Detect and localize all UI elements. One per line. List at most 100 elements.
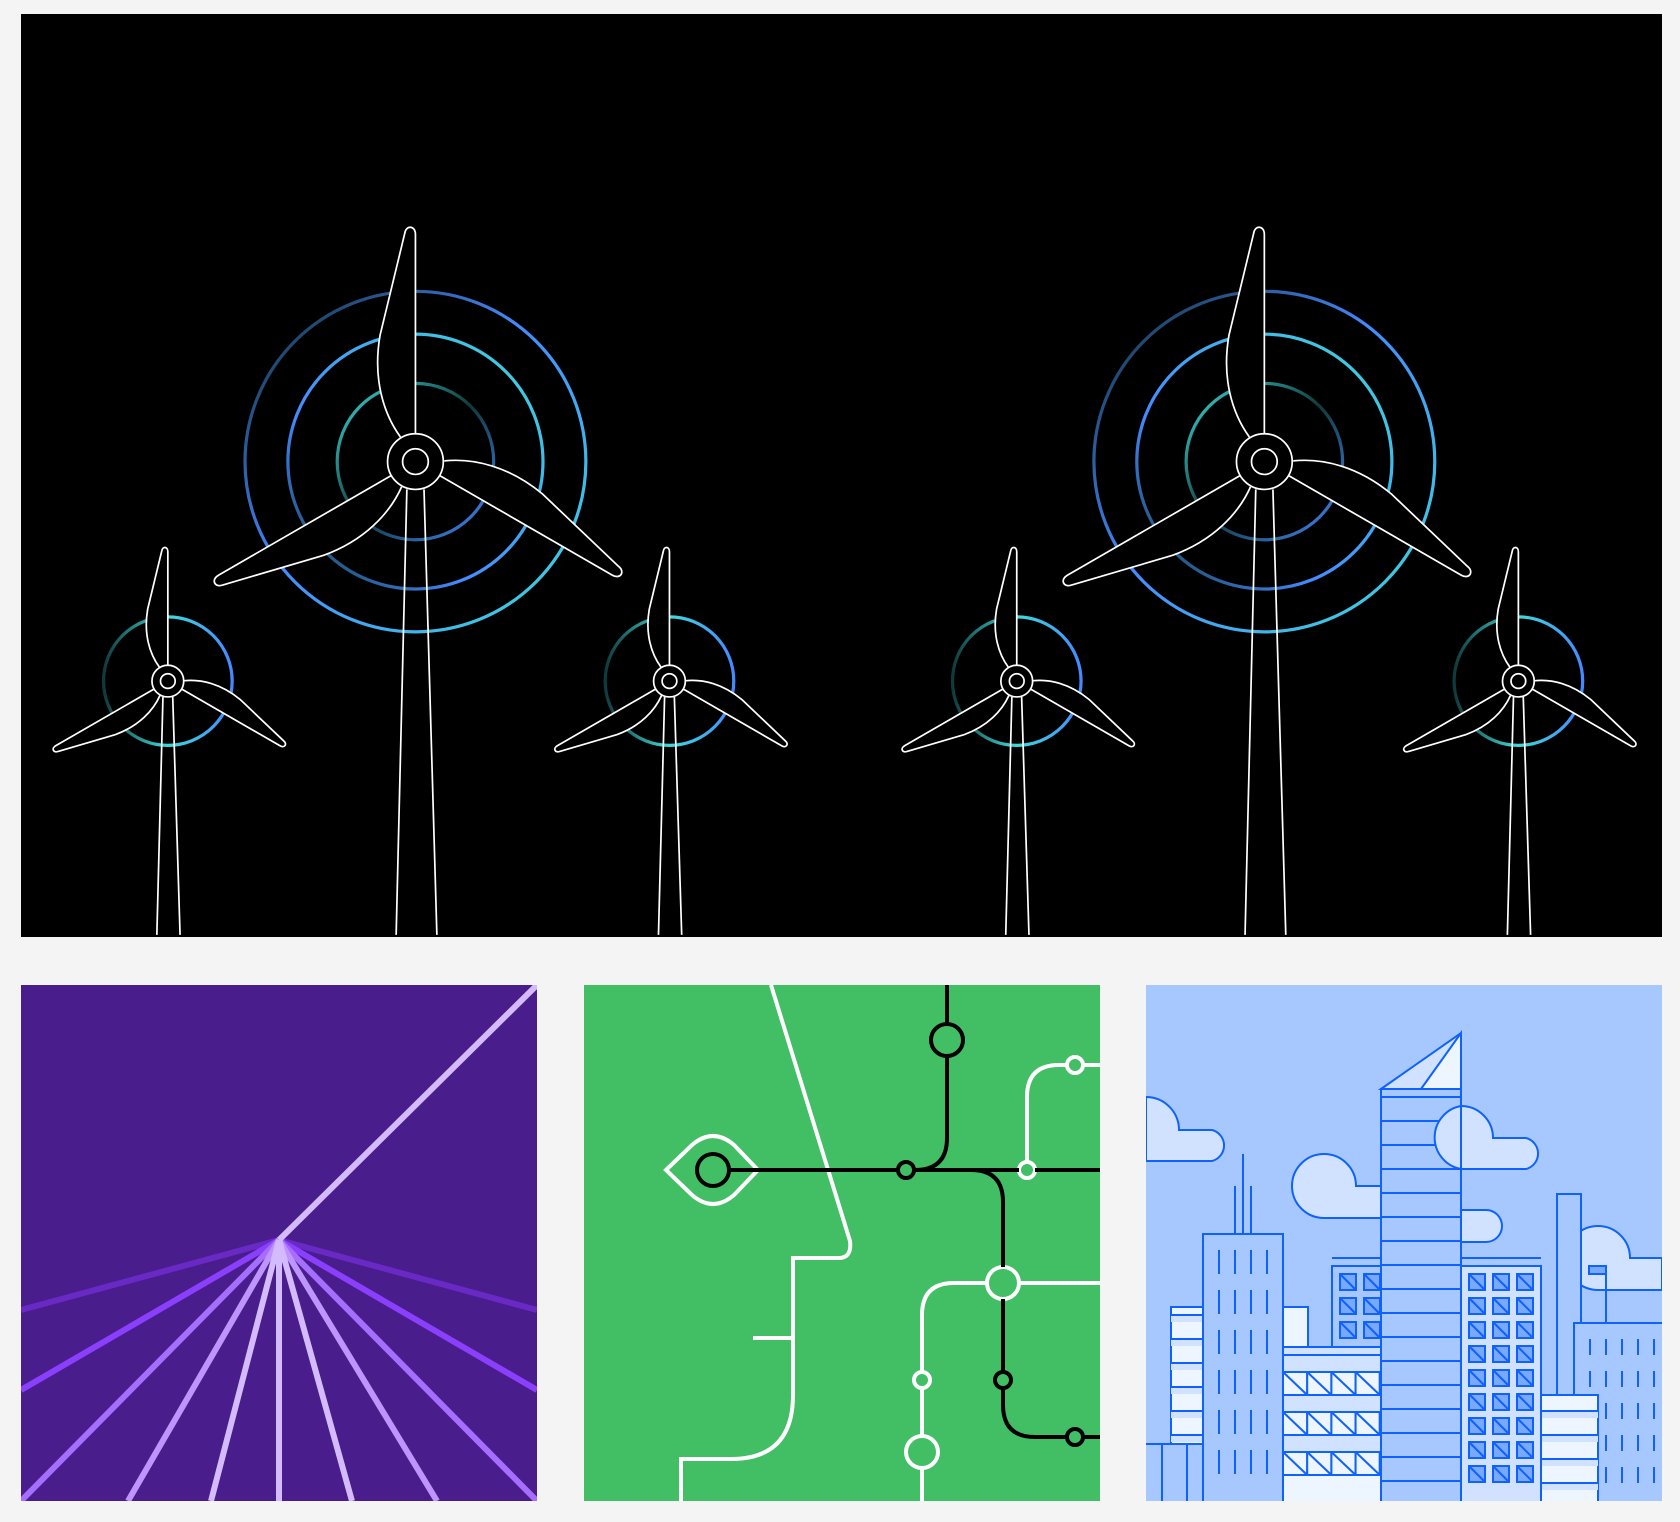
turbine-hub-center: [401, 447, 430, 476]
building: [1282, 1306, 1309, 1348]
window-glare: [1516, 1417, 1534, 1435]
window-glare: [1492, 1465, 1510, 1483]
turbine-blade: [181, 679, 287, 748]
wind-turbine: [553, 546, 788, 935]
window-glare: [1516, 1321, 1534, 1339]
window-glare: [1492, 1273, 1510, 1291]
window-glare: [1363, 1273, 1381, 1291]
cloud: [1291, 1152, 1387, 1219]
city-skyline-illustration: [1146, 985, 1662, 1501]
light-rays-illustration: [21, 985, 537, 1501]
turbine-blade: [1495, 546, 1520, 668]
window-glare: [1339, 1297, 1357, 1315]
turbine-blade: [1402, 688, 1512, 753]
window-glare: [1354, 1411, 1381, 1436]
window-glare: [1516, 1345, 1534, 1363]
floor-band: [1541, 1484, 1598, 1490]
turbine-blade: [52, 688, 161, 753]
cloud: [1433, 1104, 1462, 1171]
turbine-tower: [1244, 489, 1287, 935]
ray: [208, 1239, 282, 1501]
ray: [278, 1237, 537, 1313]
cloud: [1460, 1209, 1503, 1243]
window-glare: [1330, 1371, 1357, 1396]
thin-tower: [1556, 1193, 1582, 1396]
window-glare: [1330, 1451, 1357, 1476]
green-background: [584, 985, 1100, 1501]
window-glare: [1306, 1411, 1333, 1436]
wind-turbine: [901, 546, 1136, 935]
turbine-blade: [994, 546, 1018, 668]
window-glare: [1468, 1417, 1486, 1435]
network-node: [1065, 1427, 1085, 1447]
turbine-tower: [1004, 696, 1030, 935]
flag-icon: [1588, 1265, 1607, 1323]
floor-band: [1541, 1436, 1598, 1442]
window-glare: [1306, 1371, 1333, 1396]
wind-turbine: [1062, 226, 1472, 935]
head-network-illustration: [584, 985, 1100, 1501]
turbine-hub-center: [1250, 447, 1279, 476]
window-glare: [1516, 1465, 1534, 1483]
window-glare: [1492, 1393, 1510, 1411]
turbine-blade: [553, 688, 663, 753]
wind-turbine: [1402, 546, 1637, 935]
cloud: [1146, 1095, 1225, 1162]
floor-band: [1541, 1412, 1598, 1418]
ray: [21, 1237, 280, 1313]
floor-band: [1171, 1316, 1203, 1322]
network-node: [1065, 1055, 1085, 1075]
window-glare: [1330, 1411, 1357, 1436]
network-line: [920, 1281, 987, 1501]
turbine-blade: [145, 546, 169, 668]
window-glare: [1468, 1321, 1486, 1339]
turbine-tower: [657, 696, 683, 935]
window-glare: [1282, 1451, 1308, 1476]
ray: [276, 1239, 355, 1501]
turbine-blade: [439, 459, 623, 578]
cloud: [1460, 1104, 1539, 1170]
window-glare: [1516, 1369, 1534, 1387]
ray: [277, 1237, 537, 1393]
window-glare: [1468, 1441, 1486, 1459]
window-glare: [1363, 1321, 1381, 1339]
network-node: [912, 1370, 932, 1390]
turbine-blade: [213, 474, 403, 587]
turbine-tower: [395, 489, 438, 935]
turbine-hub: [1501, 664, 1536, 698]
turbine-blade: [1225, 226, 1266, 438]
window-glare: [1468, 1345, 1486, 1363]
window-glare: [1516, 1297, 1534, 1315]
floor-band: [1171, 1436, 1203, 1442]
turbine-tower: [1506, 696, 1532, 935]
window-glare: [1363, 1297, 1381, 1315]
network-line: [970, 1168, 1100, 1439]
window-glare: [1339, 1321, 1357, 1339]
floor-band: [1171, 1388, 1203, 1394]
ray: [125, 1238, 282, 1501]
floor-band: [1171, 1412, 1203, 1418]
window-glare: [1492, 1345, 1510, 1363]
network-node: [904, 1434, 940, 1470]
window-glare: [1282, 1371, 1308, 1396]
turbine-hub: [1000, 664, 1034, 698]
wind-turbine: [52, 546, 287, 935]
turbine-blade: [647, 546, 671, 668]
window-glare: [1516, 1393, 1534, 1411]
window-glare: [1354, 1451, 1381, 1476]
wind-turbine: [213, 226, 623, 935]
network-node: [929, 1022, 965, 1058]
window-glare: [1492, 1297, 1510, 1315]
floor-band: [1171, 1340, 1203, 1346]
window-glare: [1339, 1273, 1357, 1291]
turbine-tower: [155, 696, 181, 935]
ray: [276, 1237, 537, 1501]
ray: [21, 1237, 281, 1393]
network-node: [993, 1370, 1013, 1390]
window-glare: [1492, 1321, 1510, 1339]
window-glare: [1354, 1371, 1381, 1396]
window-glare: [1468, 1297, 1486, 1315]
turbine-hub: [652, 664, 687, 698]
ray: [276, 985, 537, 1243]
turbine-hub-center: [159, 672, 177, 690]
